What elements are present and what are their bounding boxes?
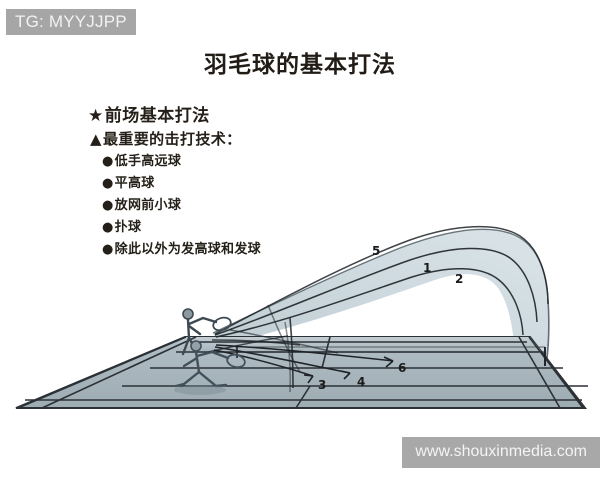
trajectory-label-2: 2 xyxy=(455,272,464,286)
trajectory-label-3: 3 xyxy=(318,378,327,392)
page-title: 羽毛球的基本打法 xyxy=(204,52,396,78)
heading-triangle-label: 最重要的击打技术： xyxy=(102,130,242,148)
list-item-label: 除此以外为发高球和发球 xyxy=(114,242,261,257)
tg-channel-badge: TG: MYYJJPP xyxy=(6,9,136,35)
list-item: ●除此以外为发高球和发球 xyxy=(102,239,418,261)
trajectory-lines-low xyxy=(207,304,394,393)
trajectory-lines-high xyxy=(214,225,549,338)
list-item: ●放网前小球 xyxy=(102,195,418,217)
heading-star: ★前场基本打法 xyxy=(88,104,418,128)
star-icon: ★ xyxy=(88,106,104,126)
trajectory-label-5: 5 xyxy=(372,244,381,258)
site-watermark: www.shouxinmedia.com xyxy=(402,437,600,468)
list-item: ●扑球 xyxy=(102,217,418,239)
list-item-label: 扑球 xyxy=(114,220,142,235)
trajectory-label-6: 6 xyxy=(398,361,407,375)
content-text-block: ★前场基本打法 ▲最重要的击打技术： ●低手高远球 ●平高球 ●放网前小球 ●扑… xyxy=(88,104,418,261)
bullet-dot-icon: ● xyxy=(102,154,114,169)
list-item-label: 放网前小球 xyxy=(114,198,182,213)
trajectory-label-1: 1 xyxy=(423,261,432,275)
list-item-label: 低手高远球 xyxy=(114,154,182,169)
trajectory-label-4: 4 xyxy=(357,375,366,389)
triangle-icon: ▲ xyxy=(90,130,102,148)
list-item-label: 平高球 xyxy=(114,176,155,191)
bullet-dot-icon: ● xyxy=(102,220,114,235)
list-item: ●平高球 xyxy=(102,173,418,195)
heading-star-label: 前场基本打法 xyxy=(104,106,210,126)
list-item: ●低手高远球 xyxy=(102,151,418,173)
player-figure xyxy=(174,308,246,395)
heading-triangle: ▲最重要的击打技术： xyxy=(90,128,418,151)
bullet-dot-icon: ● xyxy=(102,242,114,257)
bullet-dot-icon: ● xyxy=(102,176,114,191)
bullet-dot-icon: ● xyxy=(102,198,114,213)
